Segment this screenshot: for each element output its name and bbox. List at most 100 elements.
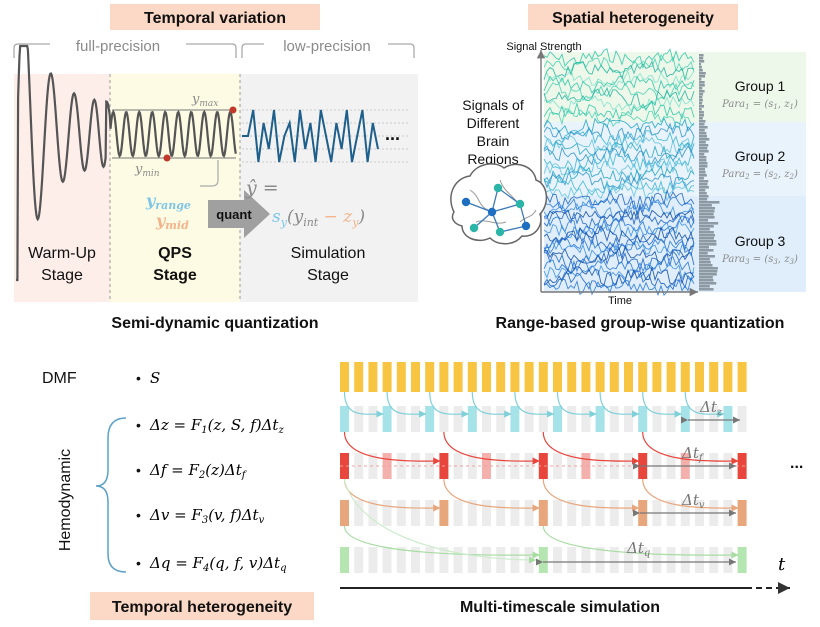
signal-trace: [543, 195, 695, 216]
histogram-bar: [699, 69, 703, 72]
group-3-label: Group 3 Para3 = (s3, z3): [721, 233, 798, 266]
track-slot: [723, 547, 733, 573]
signal-trace: [543, 219, 695, 238]
group-1-label: Group 1 Para1 = (s1, z1): [721, 78, 798, 111]
q-step: [340, 547, 349, 573]
banner-spatial-heterogeneity: [528, 4, 738, 30]
dmf-step: [538, 362, 548, 392]
track-slot: [609, 453, 619, 479]
track-slot: [666, 547, 676, 573]
caption-group-wise: Range-based group-wise quantization: [496, 315, 785, 332]
histogram-bar: [699, 90, 705, 93]
track-slot: [553, 547, 562, 573]
track-slot: [496, 547, 506, 573]
histogram-bar: [699, 219, 709, 222]
signal-trace: [543, 75, 695, 94]
track-slot: [382, 547, 392, 573]
track-slot: [581, 453, 591, 479]
track-slot: [453, 453, 463, 479]
z-step: [467, 406, 477, 432]
simulation-stage-bg: [240, 74, 418, 302]
dependency-arrow: [343, 525, 540, 559]
track-slot: [666, 406, 676, 432]
dmf-step: [581, 362, 591, 392]
histogram-bar: [699, 282, 717, 285]
ymax-point: [229, 106, 237, 114]
track-slot: [354, 547, 364, 573]
svg-text:•: •: [136, 507, 141, 523]
histogram-bar: [699, 72, 706, 75]
dmf-step: [638, 362, 648, 392]
signal-trace: [543, 175, 695, 196]
track-slot: [652, 406, 662, 432]
histogram-bar: [699, 129, 705, 132]
signals-label-4: Regions: [467, 151, 518, 167]
signal-trace: [543, 152, 695, 174]
histogram-bar: [699, 111, 704, 114]
histogram-bar: [699, 249, 714, 252]
equation-s: • S: [136, 369, 160, 387]
svg-text:Group 3: Group 3: [735, 233, 786, 249]
z-step: [340, 406, 349, 432]
histogram-bar: [699, 246, 709, 249]
simulation-stage-line1: Simulation: [291, 245, 366, 262]
panel-a-temporal-variation: Temporal variation full-precision low-pr…: [13, 4, 418, 332]
track-slot: [524, 453, 534, 479]
f-step: [340, 453, 349, 479]
dmf-step: [723, 362, 733, 392]
histogram-bar: [699, 123, 705, 126]
signals-label-1: Signals of: [462, 97, 524, 113]
histogram-bar: [699, 84, 705, 87]
histogram-bar: [699, 108, 702, 111]
dependency-arrow: [429, 391, 469, 418]
v-step: [340, 500, 349, 526]
dependency-arrow: [542, 431, 640, 465]
ymid-label: ymid: [155, 211, 189, 232]
track-slot: [453, 406, 463, 432]
panel-c-multi-timescale: DMF Hemodynamic • S •Δz = F1(z, S, f)Δtz…: [42, 362, 803, 620]
dmf-step: [453, 362, 463, 392]
track-slot: [595, 500, 605, 526]
signal-trace: [543, 205, 695, 223]
signal-trace: [543, 171, 695, 190]
histogram-bar: [699, 267, 718, 270]
track-slot: [553, 500, 562, 526]
dependency-arrow: [471, 391, 512, 418]
low-precision-ellipsis: ...: [385, 124, 400, 144]
svg-text:•: •: [136, 555, 141, 571]
dependency-arrow: [684, 391, 725, 418]
signal-trace: [543, 48, 695, 70]
svg-text:Δv = F3(v, f)Δtv: Δv = F3(v, f)Δtv: [149, 506, 265, 526]
svg-text:Para3 = (s3, z3): Para3 = (s3, z3): [721, 254, 798, 266]
track-slot: [354, 500, 364, 526]
histogram-bar: [699, 258, 710, 261]
track-slot: [396, 547, 406, 573]
dmf-step: [524, 362, 534, 392]
signal-trace: [543, 245, 695, 266]
dmf-step: [695, 362, 704, 392]
quant-label: quant: [216, 207, 252, 222]
equation-f: •Δf = F2(z)Δtf: [136, 461, 248, 481]
histogram-bar: [699, 147, 708, 150]
full-precision-wave: [16, 44, 237, 282]
simulation-stage-line2: Stage: [307, 267, 349, 284]
track-slot: [595, 547, 605, 573]
track-slot: [439, 406, 449, 432]
q-dependency-arrow: [343, 478, 537, 564]
dmf-step: [652, 362, 662, 392]
histogram-bar: [699, 261, 711, 264]
histogram-bar: [699, 102, 703, 105]
svg-text:Group 1: Group 1: [735, 78, 786, 94]
histogram-bar: [699, 78, 702, 81]
f-step: [538, 453, 548, 479]
full-precision-bracket-left: [13, 43, 50, 58]
histogram-bar: [699, 234, 715, 237]
histogram-bar: [699, 240, 717, 243]
dependency-arrow: [343, 431, 441, 465]
histogram-bar: [699, 132, 707, 135]
hemodynamic-equations: •Δz = F1(z, S, f)Δtz •Δf = F2(z)Δtf •Δv …: [136, 416, 286, 574]
signal-trace: [543, 86, 695, 109]
q-step: [737, 547, 747, 573]
qps-stage-line2: Stage: [153, 267, 197, 284]
track-slot: [425, 547, 435, 573]
